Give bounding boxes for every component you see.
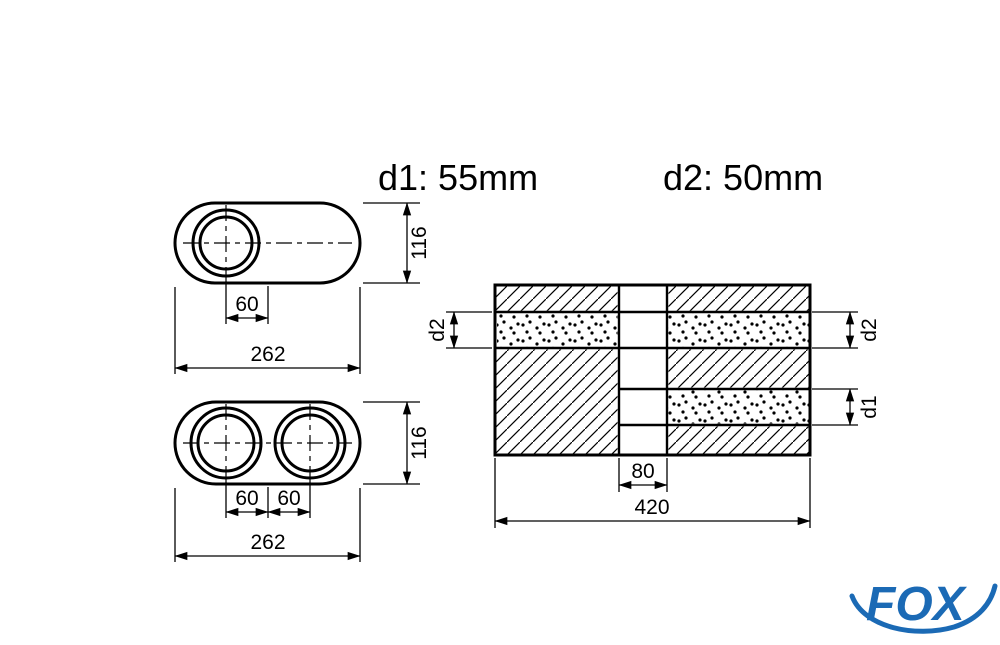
oval-body-outline xyxy=(173,400,362,486)
dimension-height-116: 116 xyxy=(363,202,431,284)
dimension-offset-60: 60 xyxy=(225,281,269,324)
dimension-d2-right: d2 xyxy=(812,311,881,349)
logo-text: FOX xyxy=(866,578,968,631)
dimension-text: 60 xyxy=(277,487,300,510)
dimension-text: 420 xyxy=(634,496,669,519)
d1-spec-label: d1: 55mm xyxy=(378,157,538,198)
dimension-text: 262 xyxy=(250,343,285,366)
hatch-right-top xyxy=(668,286,809,311)
perforation-d2-right xyxy=(668,313,809,347)
oval-body-outline xyxy=(173,201,362,285)
hatch-left-bottom xyxy=(496,349,618,454)
dimension-width-262: 262 xyxy=(174,488,361,562)
dimension-d2-left: d2 xyxy=(426,311,492,349)
dimension-text: 60 xyxy=(235,293,258,316)
dimension-text: d1 xyxy=(858,395,881,418)
dimension-offsets-60-60: 60 60 xyxy=(225,482,311,518)
dimension-text: 262 xyxy=(250,531,285,554)
hatch-right-middle xyxy=(668,349,809,388)
body-outline xyxy=(493,283,812,457)
d2-spec-label: d2: 50mm xyxy=(663,157,823,198)
front-view-single-pipe: 60 262 116 xyxy=(173,201,431,374)
hatch-right-bottom xyxy=(668,426,809,454)
dimension-text: 116 xyxy=(408,426,431,459)
dimension-length-420: 420 xyxy=(494,458,811,528)
dimension-text: 80 xyxy=(631,460,654,483)
section-view: d2 d2 d1 80 420 xyxy=(426,283,881,528)
dimension-text: 60 xyxy=(235,487,258,510)
front-view-twin-pipe: 60 60 262 116 xyxy=(173,400,431,562)
dimension-gap-80: 80 xyxy=(618,458,668,492)
perforation-d1-right xyxy=(668,390,809,424)
perforation-d2-left xyxy=(497,313,618,347)
header-labels: d1: 55mm d2: 50mm xyxy=(378,157,823,198)
fox-logo: FOX xyxy=(849,578,998,634)
logo-swoosh xyxy=(849,583,998,634)
dimension-width-262: 262 xyxy=(174,287,361,374)
dimension-text: d2 xyxy=(858,318,881,341)
dimension-d1-right: d1 xyxy=(812,388,881,426)
dimension-text: 116 xyxy=(408,226,431,259)
dimension-text: d2 xyxy=(426,318,449,341)
dimension-height-116: 116 xyxy=(363,401,431,485)
hatch-left-top xyxy=(496,286,618,311)
